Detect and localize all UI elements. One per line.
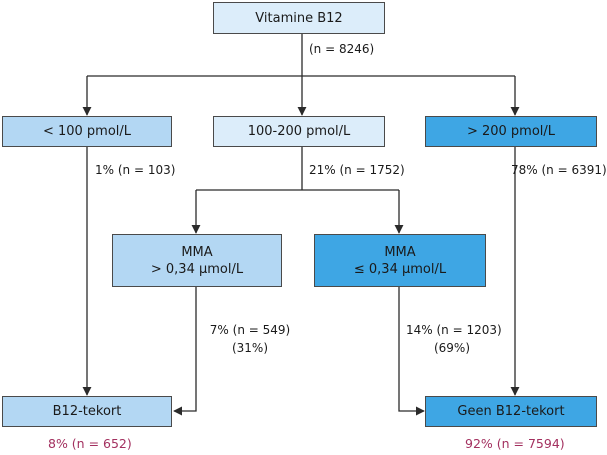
low-percentage-label: 1% (n = 103) [95, 163, 176, 177]
mma-low-percentage-block: 14% (n = 1203) (69%) [406, 321, 502, 357]
middle-label: 100-200 pmol/L [247, 124, 351, 139]
middle-box: 100-200 pmol/L [213, 116, 385, 147]
deficiency-label: B12-tekort [52, 404, 122, 419]
high-box: > 200 pmol/L [425, 116, 597, 147]
high-label: > 200 pmol/L [466, 124, 556, 139]
deficiency-result: 8% (n = 652) [48, 436, 132, 451]
no-deficiency-box: Geen B12-tekort [425, 396, 597, 427]
no-deficiency-result: 92% (n = 7594) [465, 436, 565, 451]
mma-high-line2: > 0,34 µmol/L [150, 261, 244, 277]
mma-high-line1: MMA [181, 244, 213, 260]
root-label: Vitamine B12 [255, 10, 343, 26]
arrow-mma-high-to-deficiency [173, 286, 197, 416]
deficiency-box: B12-tekort [2, 396, 172, 427]
mma-high-share-label: (31%) [231, 341, 269, 355]
low-label: < 100 pmol/L [42, 124, 132, 139]
mma-low-percentage-label: 14% (n = 1203) [406, 323, 502, 337]
high-percentage-label: 78% (n = 6391) [511, 163, 607, 177]
low-box: < 100 pmol/L [2, 116, 172, 147]
mma-low-box: MMA ≤ 0,34 µmol/L [314, 234, 486, 287]
mma-low-line1: MMA [384, 244, 416, 260]
arrow-mma-low-to-no-deficiency [398, 286, 425, 416]
middle-percentage-label: 21% (n = 1752) [309, 163, 405, 177]
mma-high-box: MMA > 0,34 µmol/L [112, 234, 282, 287]
mma-low-line2: ≤ 0,34 µmol/L [353, 261, 447, 277]
no-deficiency-label: Geen B12-tekort [457, 404, 565, 419]
root-box: Vitamine B12 [213, 2, 385, 34]
mma-high-percentage-block: 7% (n = 549) (31%) [204, 321, 296, 357]
mma-low-share-label: (69%) [433, 341, 471, 355]
mma-high-percentage-label: 7% (n = 549) [209, 323, 291, 337]
root-count-label: (n = 8246) [309, 42, 375, 56]
